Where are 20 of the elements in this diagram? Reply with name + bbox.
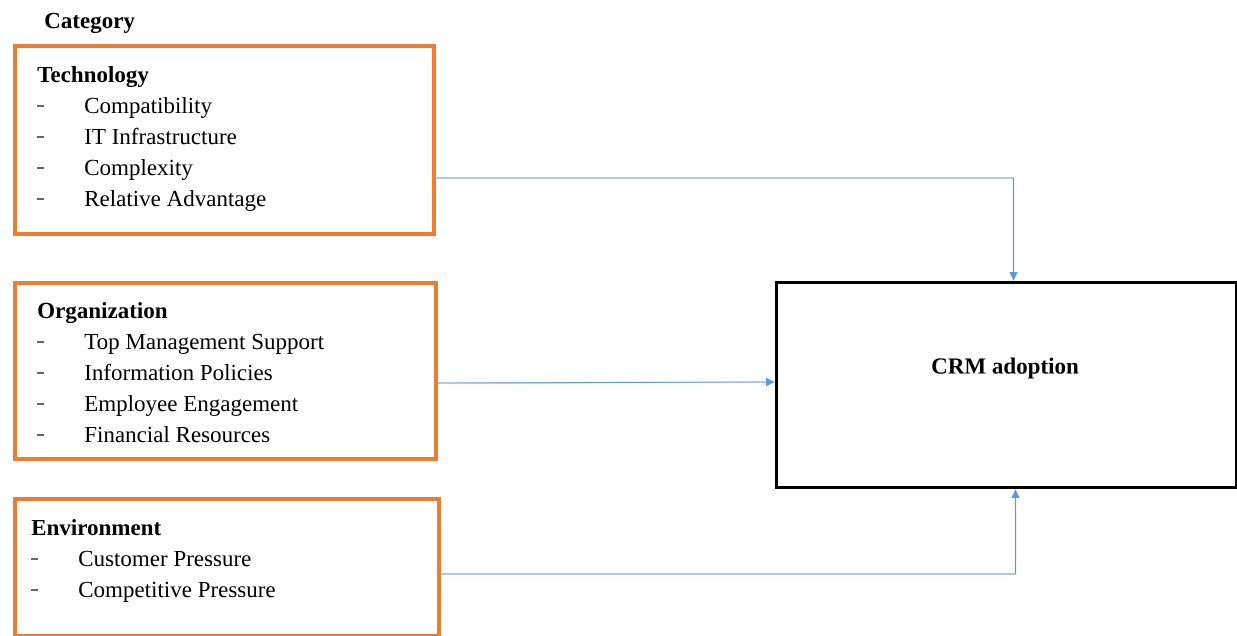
list-item: Customer Pressure [30, 550, 251, 567]
outcome-box: CRM adoption [775, 281, 1237, 489]
category-heading: Environment [31, 519, 162, 536]
factor-box [13, 44, 436, 236]
factor-box [13, 281, 438, 461]
list-item: Information Policies [36, 363, 272, 381]
factor-box [13, 497, 441, 636]
category-heading: Organization [38, 302, 168, 324]
list-item: Competitive Pressure [30, 581, 275, 602]
list-item: IT Infrastructure [36, 127, 237, 145]
list-item: Employee Engagement [36, 395, 299, 416]
arrow [435, 177, 1018, 281]
figure-title: Category [45, 12, 135, 34]
list-item: Financial Resources [36, 426, 270, 443]
list-item: Relative Advantage [36, 190, 266, 211]
arrow [440, 489, 1020, 575]
list-item: Complexity [36, 159, 193, 180]
list-item: Top Management Support [36, 333, 324, 354]
category-heading: Technology [37, 66, 149, 88]
list-item: Compatibility [36, 97, 212, 118]
